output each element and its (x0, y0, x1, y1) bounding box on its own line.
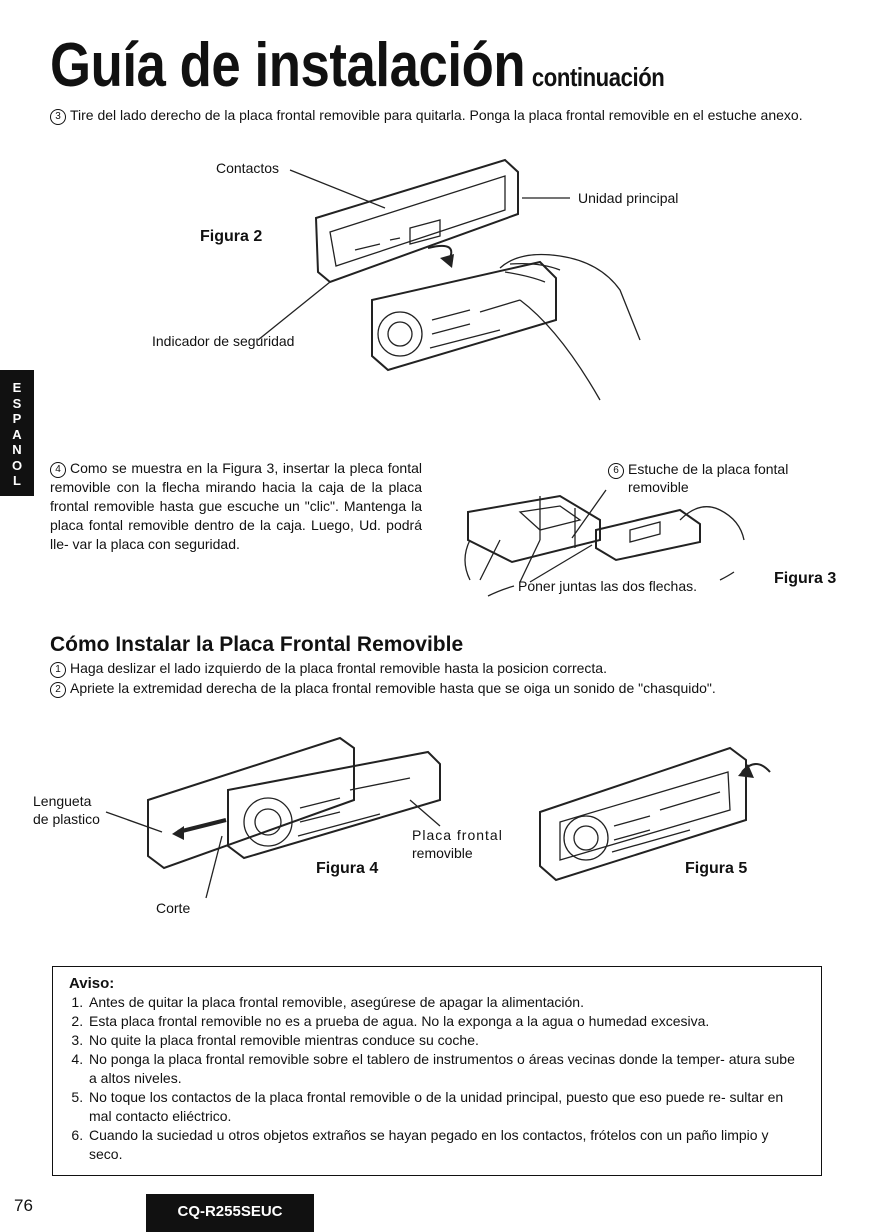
page-subtitle: continuación (531, 62, 665, 92)
list-item: No ponga la placa frontal removible sobr… (87, 1050, 805, 1088)
language-tab-letter: L (13, 473, 21, 488)
label-contacts: Contactos (216, 160, 280, 176)
step-3-number: 3 (50, 109, 66, 125)
list-item: No quite la placa frontal removible mien… (87, 1031, 805, 1050)
language-tab-letter: A (12, 426, 22, 442)
language-tab-letter: P (12, 411, 22, 426)
model-badge: CQ-R255SEUC (146, 1194, 314, 1232)
section-step-1-text: Haga deslizar el lado izquierdo de la pl… (70, 660, 607, 676)
figure-2-caption: Figura 2 (200, 228, 263, 245)
label-security-indicator: Indicador de seguridad (152, 333, 295, 349)
section-title: Cómo Instalar la Placa Frontal Removible (50, 633, 464, 656)
figure-3-caption: Figura 3 (774, 570, 837, 587)
language-tab-letter: S (12, 395, 22, 411)
notice-box: Aviso: Antes de quitar la placa frontal … (52, 966, 822, 1176)
page-number: 76 (14, 1196, 33, 1215)
case-label-line2: removible (628, 479, 689, 495)
figure-4-caption: Figura 4 (316, 860, 379, 877)
notice-list: Antes de quitar la placa frontal removib… (53, 993, 821, 1164)
label-main-unit: Unidad principal (578, 190, 679, 206)
removable-plate-line2: removible (412, 845, 473, 861)
removable-plate-line1: Placa frontal (412, 827, 503, 843)
label-removable-plate: Placa frontal removible (412, 826, 503, 862)
section-step-2-text: Apriete la extremidad derecha de la plac… (70, 680, 716, 696)
figure-5-caption: Figura 5 (685, 860, 748, 877)
language-tab-letter: E (12, 380, 22, 395)
step-4-text: Como se muestra en la Figura 3, insertar… (50, 460, 422, 552)
list-item: Antes de quitar la placa frontal removib… (87, 993, 805, 1012)
notice-title: Aviso: (69, 975, 115, 992)
list-item: Esta placa frontal removible no es a pru… (87, 1012, 805, 1031)
section-step-2-number: 2 (50, 682, 66, 698)
language-tab-letter: O (11, 457, 23, 473)
language-tab: E S P A N O L (0, 370, 34, 496)
page-title-text: Guía de instalación (50, 31, 526, 100)
step-3-text: Tire del lado derecho de la placa fronta… (70, 107, 803, 123)
language-tab-letter: N (12, 442, 22, 457)
list-item: Cuando la suciedad u otros objetos extra… (87, 1126, 805, 1164)
label-notch: Corte (156, 900, 191, 916)
plastic-tab-line2: de plastico (33, 811, 100, 827)
section-step-1-number: 1 (50, 662, 66, 678)
label-arrows: Poner juntas las dos flechas. (518, 578, 697, 594)
list-item: No toque los contactos de la placa front… (87, 1088, 805, 1126)
label-plastic-tab: Lengueta de plastico (33, 792, 100, 828)
plastic-tab-line1: Lengueta (33, 793, 92, 809)
case-label-line1: Estuche de la placa fontal (628, 461, 789, 477)
